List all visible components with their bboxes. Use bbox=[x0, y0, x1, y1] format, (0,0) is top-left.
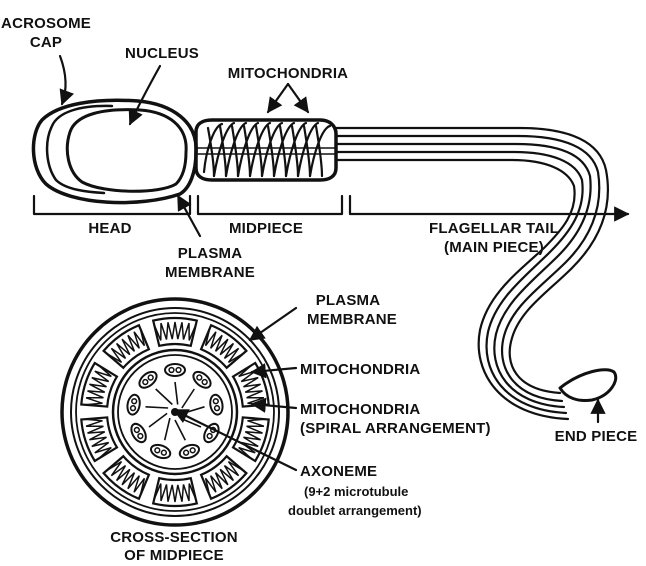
plasma-membrane-top-label-2: MEMBRANE bbox=[165, 264, 255, 281]
mitochondria-spiral-label-2: (SPIRAL ARRANGEMENT) bbox=[300, 420, 491, 437]
axoneme-label-3: doublet arrangement) bbox=[288, 503, 422, 518]
cross-section-label-2: OF MIDPIECE bbox=[124, 547, 224, 564]
microtubule-doublet bbox=[149, 442, 172, 460]
sperm-head bbox=[33, 100, 196, 202]
mitochondrion-cristae bbox=[206, 329, 244, 363]
plasma-membrane-cs-label-1: PLASMA bbox=[316, 292, 381, 309]
axoneme-label-2: (9+2 microtubule bbox=[304, 484, 408, 499]
mitochondria-cs-label: MITOCHONDRIA bbox=[300, 361, 420, 378]
plasma-membrane-top-label-1: PLASMA bbox=[178, 245, 243, 262]
cross-section bbox=[62, 299, 288, 525]
cross-section-label-1: CROSS-SECTION bbox=[110, 529, 238, 546]
radial-spoke bbox=[175, 420, 185, 440]
acrosome-cap-label-1: ACROSOME bbox=[1, 15, 91, 32]
radial-spoke bbox=[156, 389, 173, 405]
mitochondrion-segment bbox=[233, 363, 269, 407]
radial-spoke bbox=[175, 382, 178, 405]
mitochondrion-segment bbox=[81, 417, 117, 461]
axoneme-label-1: AXONEME bbox=[300, 463, 377, 480]
flagellar-tail-label-1: FLAGELLAR TAIL bbox=[429, 220, 559, 237]
mitochondrion-cristae bbox=[154, 322, 196, 340]
mitochondria-top-label: MITOCHONDRIA bbox=[228, 65, 348, 82]
microtubule-doublet bbox=[128, 421, 148, 444]
microtubule-doublet bbox=[209, 394, 224, 416]
section-brackets bbox=[34, 196, 628, 214]
end-piece-label: END PIECE bbox=[555, 428, 638, 445]
microtubule-doublet bbox=[178, 442, 201, 460]
mitochondrion-cristae bbox=[154, 484, 196, 502]
radial-spoke bbox=[146, 407, 169, 408]
radial-spoke bbox=[182, 389, 194, 408]
mitochondrion-cristae bbox=[107, 462, 145, 496]
midpiece-coils bbox=[204, 123, 330, 176]
acrosome-cap-label-2: CAP bbox=[30, 34, 62, 51]
microtubule-doublet bbox=[190, 369, 213, 391]
plasma-membrane-cs-label-2: MEMBRANE bbox=[307, 311, 397, 328]
head-label: HEAD bbox=[88, 220, 131, 237]
radial-spoke bbox=[183, 407, 205, 414]
end-piece bbox=[560, 370, 616, 401]
mitochondrion-cristae bbox=[107, 329, 145, 363]
radial-spoke bbox=[149, 413, 167, 427]
nucleus-label: NUCLEUS bbox=[125, 45, 199, 62]
microtubule-doublet bbox=[136, 369, 159, 391]
nucleus-outline bbox=[67, 110, 186, 192]
radial-spoke bbox=[165, 418, 170, 440]
midpiece-label: MIDPIECE bbox=[229, 220, 303, 237]
mitochondria-spiral-label-1: MITOCHONDRIA bbox=[300, 401, 420, 418]
microtubule-doublet bbox=[126, 394, 141, 416]
mitochondrion-cristae bbox=[206, 462, 244, 496]
mitochondrion-segment bbox=[81, 363, 117, 407]
microtubule-doublet bbox=[165, 364, 185, 376]
flagellar-tail-label-2: (MAIN PIECE) bbox=[444, 239, 544, 256]
midpiece-section bbox=[196, 120, 336, 180]
